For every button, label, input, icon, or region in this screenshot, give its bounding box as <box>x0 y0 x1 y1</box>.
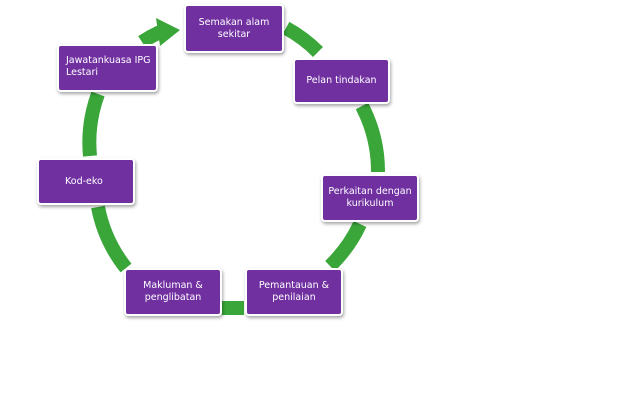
cycle-arc <box>355 102 386 173</box>
node-jawatankuasa-ipg-lestari: Jawatankuasa IPG Lestari <box>57 44 158 92</box>
node-pelan-tindakan: Pelan tindakan <box>293 58 390 104</box>
node-label: Jawatankuasa IPG Lestari <box>66 55 151 78</box>
cycle-arc <box>138 25 164 48</box>
node-label: Kod-eko <box>65 175 103 187</box>
cycle-arc <box>91 205 132 273</box>
node-pemantauan-penilaian: Pemantauan & penilaian <box>245 268 343 316</box>
cycle-arc <box>325 220 367 272</box>
node-label: Pelan tindakan <box>306 75 377 86</box>
node-kod-eko: Kod-eko <box>37 158 135 205</box>
node-label: Pemantauan & penilaian <box>258 280 330 303</box>
node-perkaitan-dengan-kurikulum: Perkaitan dengan kurikulum <box>321 174 419 222</box>
node-label: Perkaitan dengan kurikulum <box>328 186 412 209</box>
node-label: Semakan alam sekitar <box>198 16 270 40</box>
node-makluman-penglibatan: Makluman & penglibatan <box>124 268 222 316</box>
node-semakan-alam-sekitar: Semakan alam sekitar <box>184 4 284 53</box>
cycle-arc <box>282 21 323 58</box>
cycle-arrowhead <box>156 18 180 46</box>
cycle-arc <box>82 91 105 157</box>
node-label: Makluman & penglibatan <box>143 280 203 303</box>
